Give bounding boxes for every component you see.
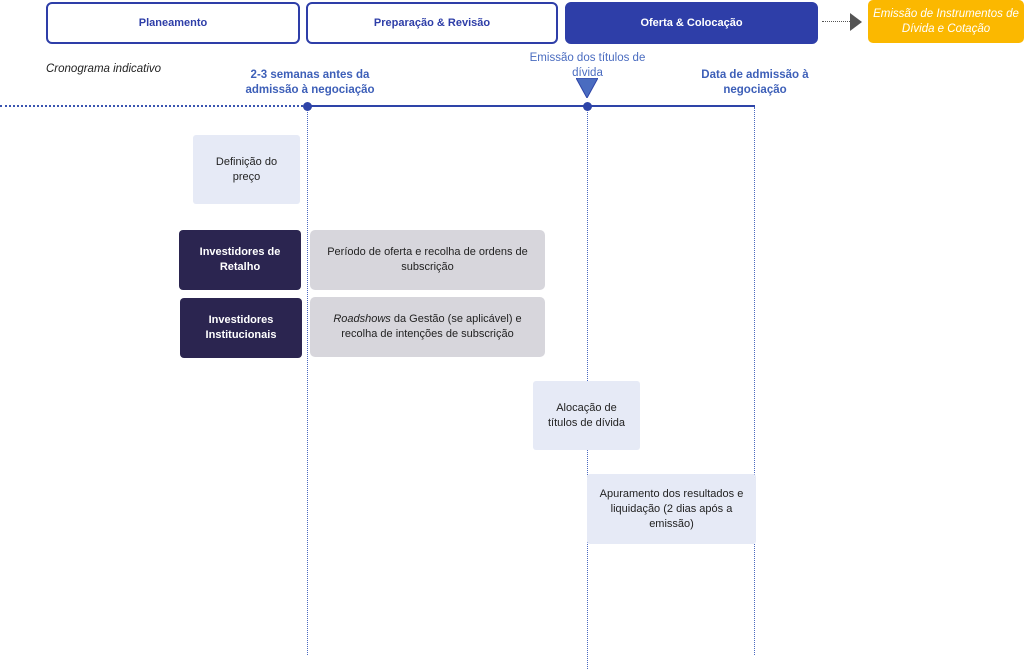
milestone-dot-start	[303, 102, 312, 111]
phase-planeamento[interactable]: Planeamento	[46, 2, 300, 44]
definicao-preco-box: Definição do preço	[193, 135, 300, 204]
milestone-label-emissao: Emissão dos títulos de dívida	[529, 52, 646, 77]
phase-preparacao-revisao[interactable]: Preparação & Revisão	[306, 2, 558, 44]
box-text: Investidores Institucionais	[205, 314, 277, 341]
box-text: Apuramento dos resultados e liquidação (…	[599, 487, 744, 530]
arrow-right-icon	[850, 13, 862, 31]
roadshows-box: Roadshows da Gestão (se aplicável) e rec…	[310, 297, 545, 357]
triangle-marker-icon	[576, 78, 598, 98]
phase-label: Emissão de Instrumentos de Dívida e Cota…	[873, 7, 1019, 35]
roadshows-italic: Roadshows	[333, 313, 391, 325]
box-text: Investidores de Retalho	[199, 246, 281, 273]
apuramento-box: Apuramento dos resultados e liquidação (…	[587, 474, 756, 544]
box-text: Alocação de títulos de dívida	[547, 401, 626, 429]
box-text: Roadshows da Gestão (se aplicável) e rec…	[318, 312, 537, 342]
vline-start	[307, 107, 308, 655]
milestone-label-start: 2-3 semanas antes da admissão à negociaç…	[245, 69, 375, 96]
roadshows-text: da Gestão (se aplicável) e recolha de in…	[341, 313, 522, 340]
box-text: Definição do preço	[215, 155, 278, 183]
box-text: Período de oferta e recolha de ordens de…	[327, 246, 528, 273]
vline-admissao	[754, 107, 755, 655]
phase-label: Planeamento	[138, 17, 208, 29]
alocacao-box: Alocação de títulos de dívida	[533, 381, 640, 450]
milestone-dot-emissao	[583, 102, 592, 111]
investidores-institucionais-box: Investidores Institucionais	[180, 298, 302, 358]
milestone-label-admissao: Data de admissão à negociação	[701, 69, 809, 96]
investidores-retalho-box: Investidores de Retalho	[179, 230, 301, 290]
phase-emissao-cotacao[interactable]: Emissão de Instrumentos de Dívida e Cota…	[868, 0, 1024, 43]
phase-label: Preparação & Revisão	[373, 17, 491, 29]
timeline-solid	[307, 105, 755, 107]
periodo-oferta-box: Período de oferta e recolha de ordens de…	[310, 230, 545, 290]
cronograma-label: Cronograma indicativo	[46, 63, 162, 75]
connector-line	[822, 21, 850, 22]
phase-oferta-colocacao[interactable]: Oferta & Colocação	[565, 2, 818, 44]
phase-label: Oferta & Colocação	[640, 17, 743, 29]
